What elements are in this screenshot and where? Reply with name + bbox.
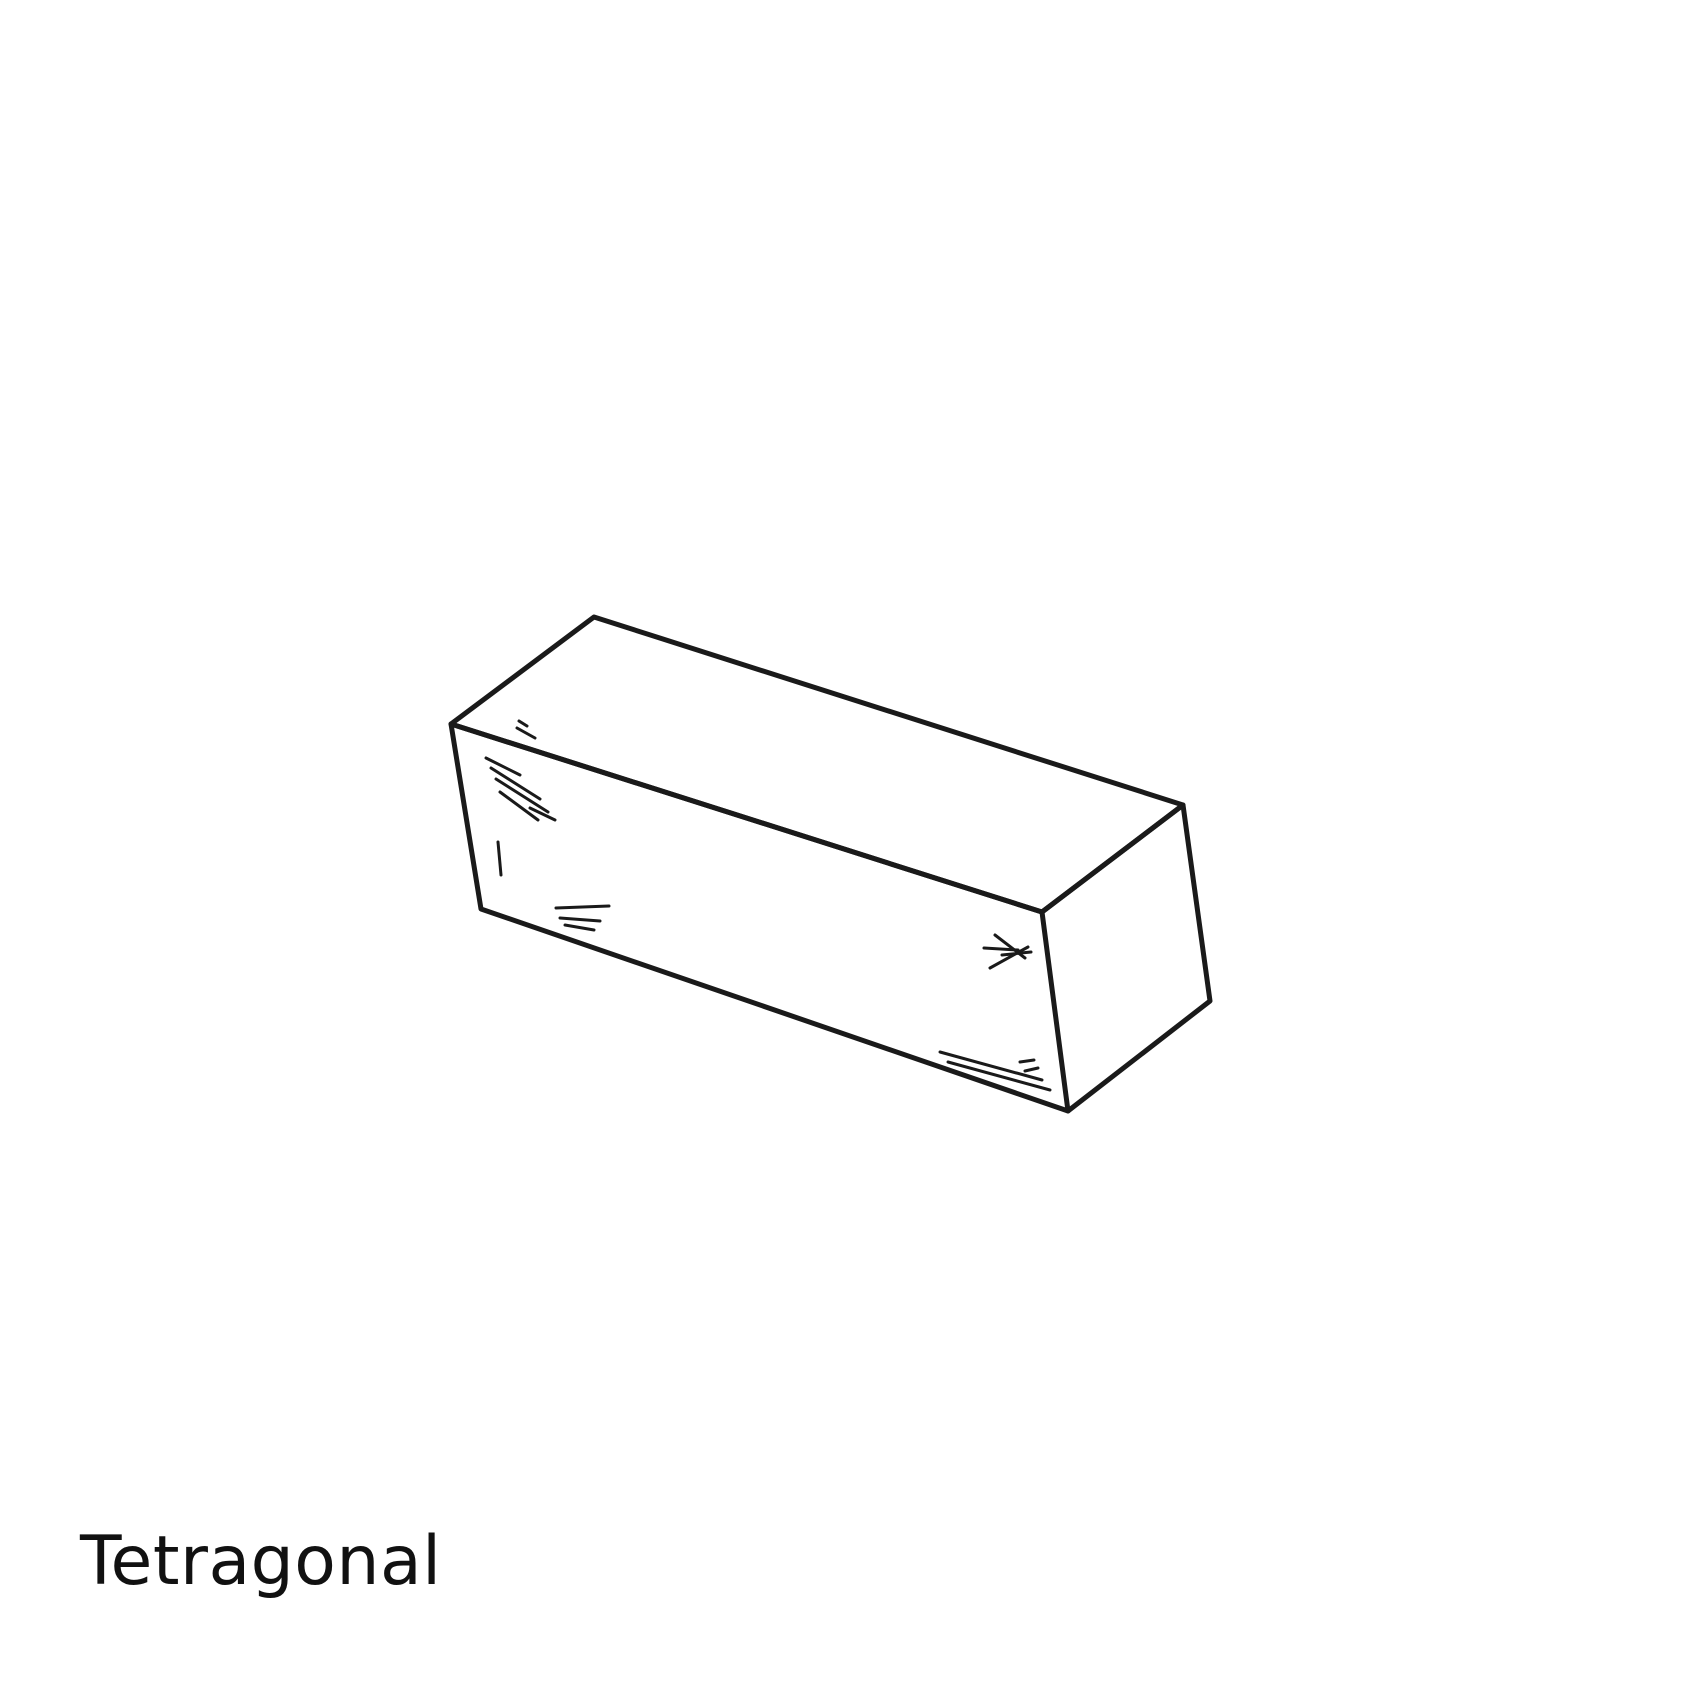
prism-end-face	[1039, 802, 1213, 1114]
prism-top-face	[448, 614, 1186, 915]
shading-strokes	[484, 719, 1052, 1092]
prism-front-face	[448, 721, 1071, 1114]
figure-caption: Tetragonal	[80, 1522, 442, 1601]
